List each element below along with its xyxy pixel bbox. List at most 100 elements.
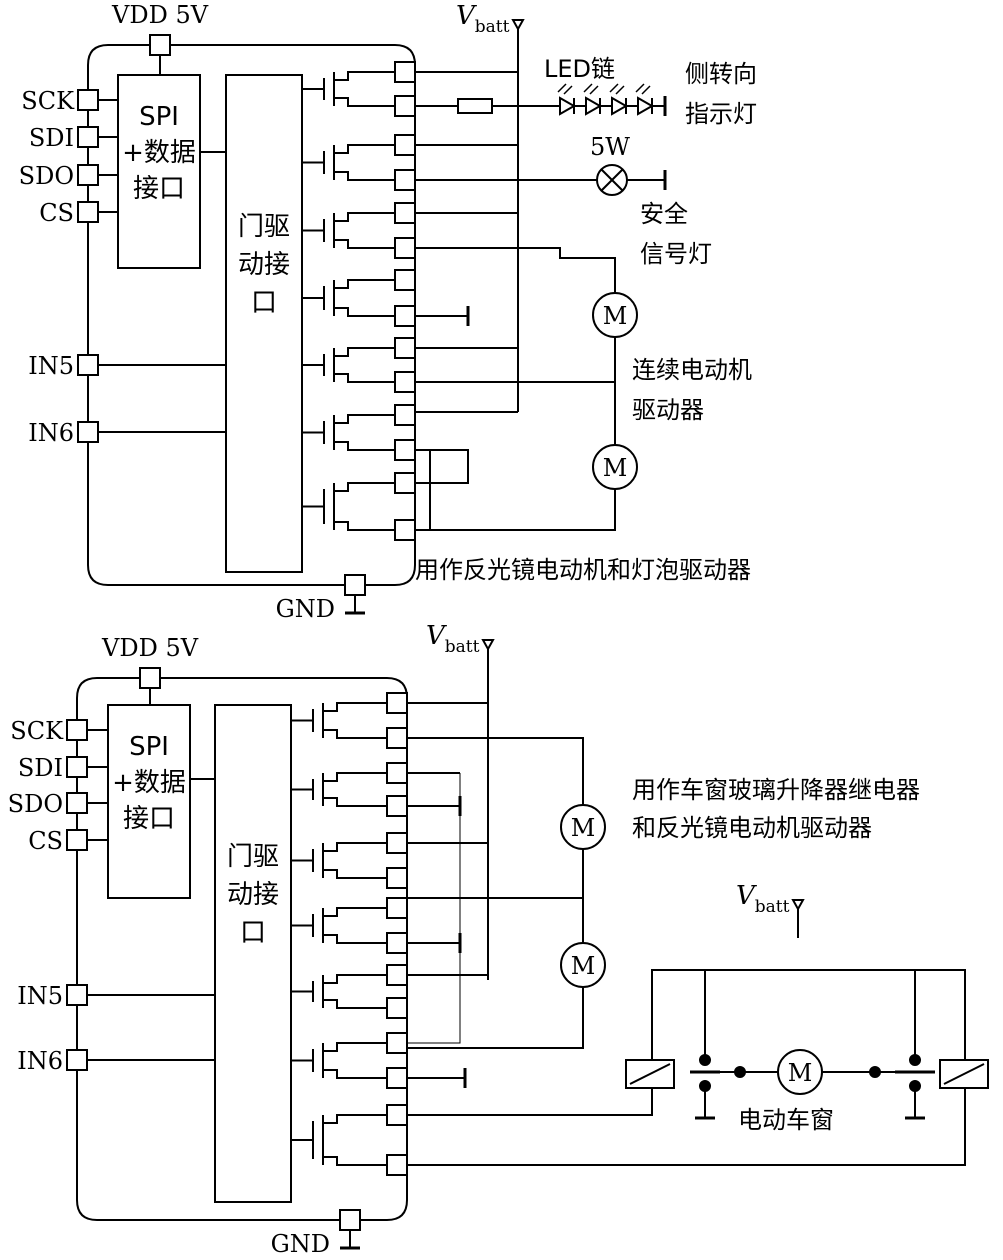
wire	[323, 842, 387, 852]
motor-label: M	[603, 302, 628, 330]
motor: M	[560, 942, 606, 988]
mosfet	[312, 843, 324, 878]
pin-label: IN5	[17, 982, 63, 1010]
vbatt-supply-1: Vbatt	[456, 1, 525, 58]
pin-label: CS	[39, 199, 74, 227]
wire	[323, 907, 387, 917]
wire	[415, 247, 616, 293]
pin-label: SDI	[18, 754, 63, 782]
contact-dot	[699, 1054, 711, 1066]
mosfet	[312, 773, 324, 806]
motor-label: M	[788, 1059, 813, 1087]
lamp-power-label: 5W	[590, 133, 630, 161]
spi-block-label: 接口	[133, 174, 185, 204]
mosfet	[323, 280, 335, 316]
mosfet	[323, 483, 335, 530]
output-pad	[394, 202, 416, 224]
diagram-caption: 用作反光镜电动机和灯泡驱动器	[415, 556, 751, 584]
gate-block-label: 动接	[238, 250, 290, 280]
wire	[635, 83, 645, 93]
pin-label: IN6	[28, 419, 74, 447]
output-pad	[386, 1032, 408, 1054]
gnd-label: GND	[276, 595, 335, 623]
output-pad	[394, 95, 416, 117]
led-icon	[637, 96, 655, 116]
mosfet	[312, 975, 324, 1008]
output-pad	[394, 169, 416, 191]
output-pad	[394, 472, 416, 494]
output-pad	[394, 519, 416, 541]
output-pad	[394, 134, 416, 156]
output-pad	[386, 692, 408, 714]
pin-sdo	[66, 792, 88, 814]
output-pad	[386, 997, 408, 1019]
wire	[407, 737, 584, 805]
wire	[415, 449, 431, 530]
motor-label: M	[571, 952, 596, 980]
contact-dot	[734, 1066, 746, 1078]
safety-lamp-label: 安全	[640, 200, 688, 228]
output-pad	[386, 964, 408, 986]
output-pad	[386, 1067, 408, 1089]
pin-label: SDO	[19, 162, 74, 190]
spi-data-interface-block	[117, 74, 201, 269]
wire	[323, 729, 387, 739]
wire	[323, 934, 387, 944]
pin-sdi	[66, 756, 88, 778]
pin-in6	[66, 1049, 88, 1071]
output-pad	[386, 832, 408, 854]
wire	[334, 373, 395, 383]
wire	[615, 85, 625, 95]
output-pad	[386, 1104, 408, 1126]
wire	[334, 307, 395, 317]
power-window-label: 电动车窗	[738, 1106, 834, 1134]
pin-label: IN6	[17, 1047, 63, 1075]
chip-outline	[76, 677, 408, 1221]
gate-block-label: 口	[251, 288, 277, 318]
led-icon	[559, 96, 577, 116]
led-chain-label: LED链	[544, 55, 615, 83]
vbatt-supply-2: Vbatt	[426, 621, 495, 678]
output-pad	[394, 404, 416, 426]
wire	[323, 1042, 387, 1052]
output-pad	[386, 727, 408, 749]
output-pad	[394, 305, 416, 327]
wire	[415, 449, 469, 484]
gate-block-label: 口	[240, 918, 266, 948]
wire	[323, 772, 387, 782]
wire	[323, 1156, 387, 1166]
led-icon	[585, 96, 603, 116]
wire	[323, 869, 387, 879]
vbatt-supply-3: Vbatt	[736, 881, 805, 938]
output-pad	[386, 1154, 408, 1176]
wire	[334, 414, 395, 424]
vbatt-label: Vbatt	[426, 621, 480, 657]
wire	[641, 85, 651, 95]
gnd-label: GND	[271, 1230, 330, 1255]
pin-label: SCK	[21, 87, 75, 115]
gate-block-label: 门驱	[238, 212, 290, 242]
wire	[407, 987, 584, 1049]
led-icon	[611, 96, 629, 116]
wire	[407, 773, 461, 1044]
wire	[600, 168, 624, 192]
pin-cs	[66, 829, 88, 851]
pin-in5	[66, 984, 88, 1006]
vbatt-label: Vbatt	[456, 1, 510, 37]
pin-label: SCK	[10, 717, 64, 745]
mosfet	[312, 703, 324, 738]
vdd-pin	[139, 667, 161, 689]
pin-sdi	[77, 126, 99, 148]
pin-sck	[66, 719, 88, 741]
motor-label: M	[571, 814, 596, 842]
mosfet	[312, 1115, 324, 1165]
spi-block-label: 接口	[123, 804, 175, 834]
gate-driver-interface-block	[214, 704, 292, 1203]
wire	[415, 489, 616, 531]
wire	[334, 97, 395, 107]
pin-label: CS	[28, 827, 63, 855]
spi-block-label: +数据	[112, 768, 186, 798]
spi-block-label: SPI	[139, 102, 179, 132]
